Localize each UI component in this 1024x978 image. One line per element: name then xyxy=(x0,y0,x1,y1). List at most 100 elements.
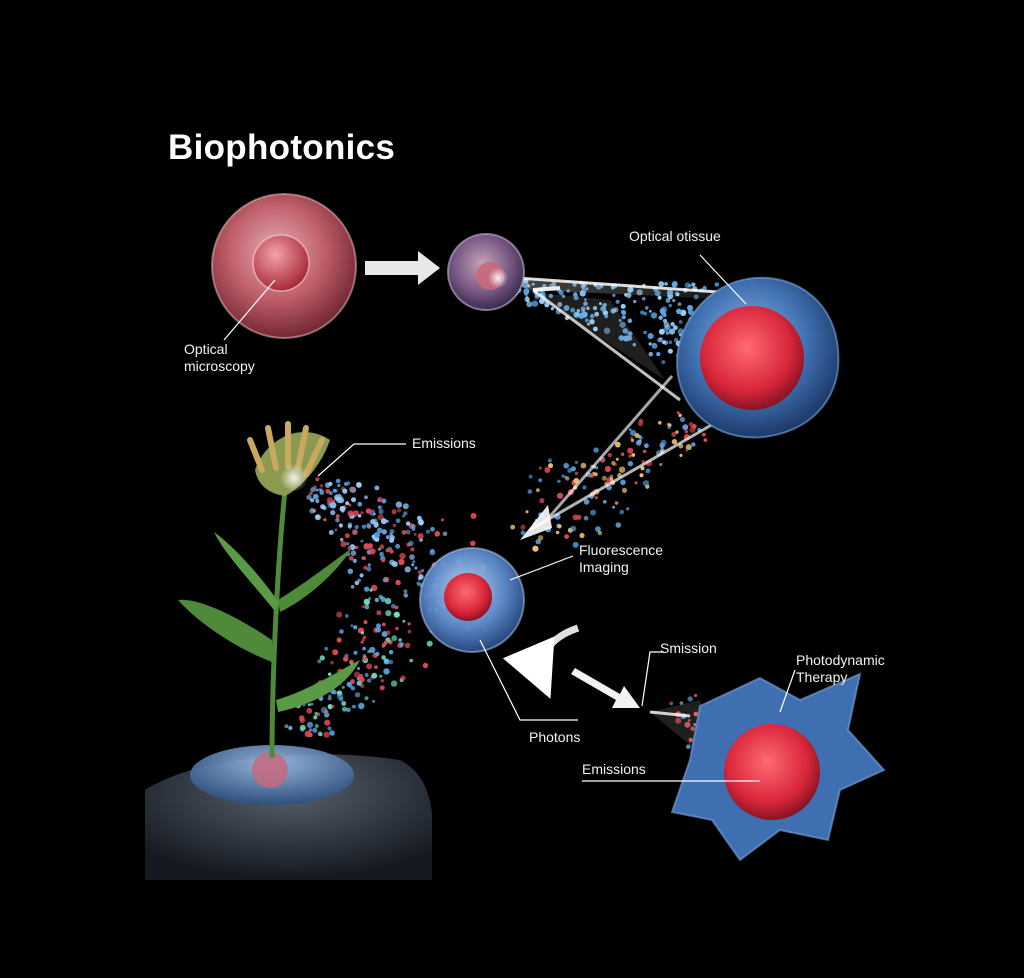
photon-dot xyxy=(693,711,699,717)
photon-dot xyxy=(648,342,652,346)
photon-dot xyxy=(643,330,647,335)
photon-dot xyxy=(377,514,384,521)
photon-dot xyxy=(632,343,636,347)
photon-dot xyxy=(328,481,333,486)
photon-dot xyxy=(620,479,626,486)
photon-dot xyxy=(346,707,351,713)
photon-dot xyxy=(592,305,598,311)
photon-dot xyxy=(557,479,561,483)
photon-dot xyxy=(426,529,430,534)
photon-dot xyxy=(312,493,319,500)
photon-dot xyxy=(411,563,415,567)
photon-dot xyxy=(366,566,372,572)
photon-dot xyxy=(557,302,563,307)
photon-dot xyxy=(373,512,376,516)
photon-dot xyxy=(364,696,369,701)
photon-dot xyxy=(315,498,320,504)
photon-dot xyxy=(558,290,564,296)
photon-dot xyxy=(366,663,373,670)
photon-dot xyxy=(354,524,359,530)
label-optical-microscopy: Optical microscopy xyxy=(184,341,255,374)
photon-dot xyxy=(366,523,371,528)
photon-dot xyxy=(612,505,616,509)
photon-dot xyxy=(561,294,566,298)
photon-dot xyxy=(524,292,528,295)
photon-dot xyxy=(593,447,599,453)
photon-dot xyxy=(299,715,305,721)
photon-dot xyxy=(325,488,331,494)
photon-dot xyxy=(372,699,376,703)
photon-dot xyxy=(648,351,654,357)
photon-dot xyxy=(342,706,347,712)
photon-dot xyxy=(573,477,580,484)
photon-dot xyxy=(391,509,397,515)
photon-dot xyxy=(537,535,544,541)
photon-dot xyxy=(635,440,642,446)
photon-dot xyxy=(659,463,663,466)
photon-dot xyxy=(603,303,607,307)
photon-dot xyxy=(607,453,612,458)
photon-dot xyxy=(357,578,362,583)
photon-dot xyxy=(350,686,356,691)
photon-dot xyxy=(510,524,516,530)
label-optical-tissue: Optical otissue xyxy=(629,228,721,244)
photon-dot xyxy=(618,319,622,322)
photon-dot xyxy=(284,724,289,729)
photon-dot xyxy=(364,673,369,677)
photon-dot xyxy=(307,732,313,738)
photon-dot xyxy=(669,701,674,706)
photon-dot xyxy=(557,524,562,529)
photon-dot xyxy=(665,298,671,303)
photodynamic-therapy-cell xyxy=(649,672,886,862)
photon-dot xyxy=(328,694,332,698)
photon-dot xyxy=(350,585,355,589)
photon-dot xyxy=(369,588,373,592)
photon-dot xyxy=(412,560,416,564)
photon-dot xyxy=(371,584,378,592)
photon-dot xyxy=(630,430,637,436)
photon-dot xyxy=(628,454,632,458)
photon-dot xyxy=(702,285,707,291)
photon-dot xyxy=(310,487,316,493)
photon-dot xyxy=(333,488,338,493)
photon-dot xyxy=(378,508,384,515)
photon-dot xyxy=(403,511,408,516)
photon-dot xyxy=(322,505,327,511)
photon-dot xyxy=(586,306,590,311)
photon-dot xyxy=(357,667,360,670)
photon-dot xyxy=(336,637,342,643)
photon-dot xyxy=(627,447,634,454)
photon-dot xyxy=(583,301,588,307)
photon-dot xyxy=(642,480,650,487)
photon-dot xyxy=(714,282,720,287)
photon-dot xyxy=(350,624,354,628)
photon-dot xyxy=(400,675,406,681)
photon-dot xyxy=(657,337,663,343)
photon-dot xyxy=(572,514,579,521)
photon-dot xyxy=(371,672,378,679)
photon-dot xyxy=(328,672,332,676)
photon-dot xyxy=(663,340,669,346)
photon-dot xyxy=(353,625,358,630)
photon-dot xyxy=(386,519,389,523)
page-title: Biophotonics xyxy=(168,128,396,167)
photon-dot xyxy=(344,482,348,486)
photon-dot xyxy=(691,282,696,287)
photon-dot xyxy=(561,474,565,478)
photon-dot xyxy=(399,552,406,560)
photon-dot xyxy=(327,696,332,701)
photon-dot xyxy=(364,604,370,610)
photon-dot xyxy=(621,452,625,456)
photon-dot xyxy=(357,501,363,507)
photon-dot xyxy=(640,310,645,315)
photon-dot xyxy=(328,530,334,535)
photon-dot xyxy=(409,554,415,560)
photon-dot xyxy=(315,488,319,492)
photon-dot xyxy=(672,299,676,302)
photon-dot xyxy=(659,308,666,314)
photon-dot xyxy=(309,508,316,514)
photon-dot xyxy=(407,622,411,626)
photon-dot xyxy=(550,307,555,311)
photon-dot xyxy=(399,642,404,647)
photon-dot xyxy=(377,547,381,551)
